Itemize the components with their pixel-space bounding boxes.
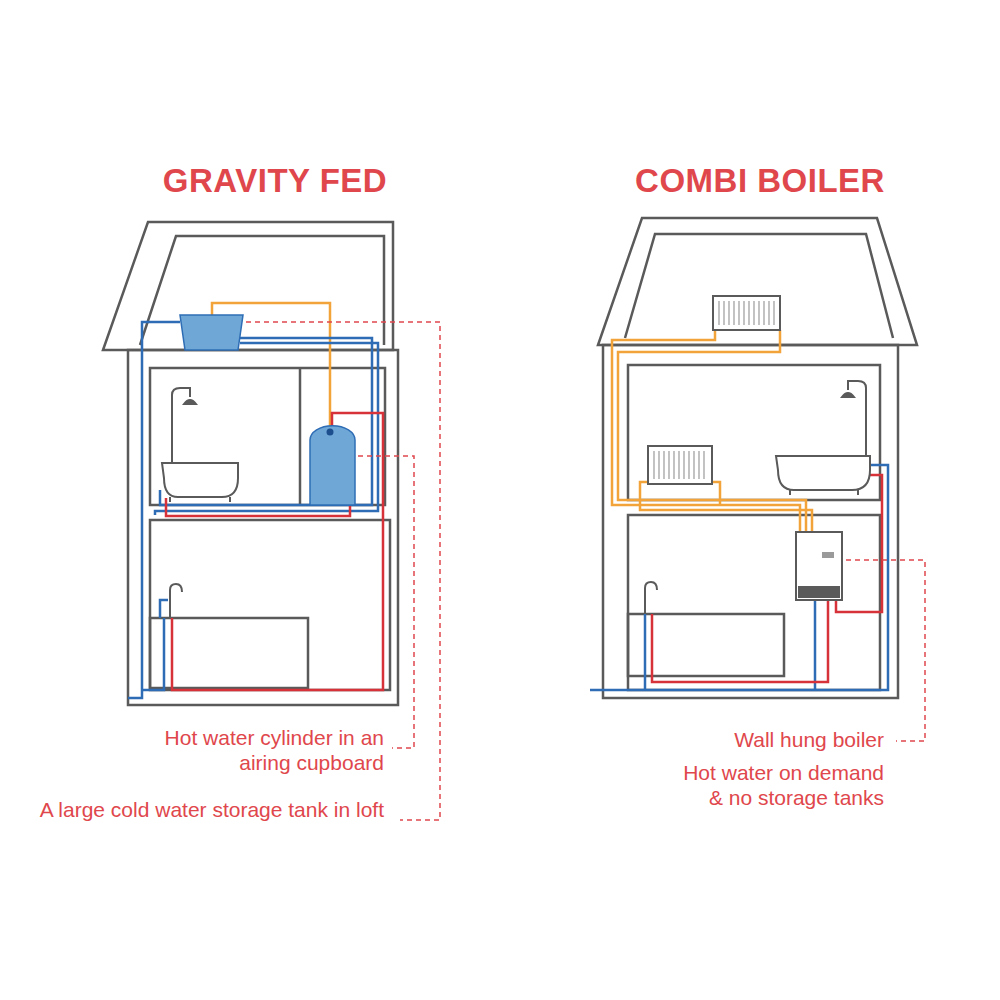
drawing-line xyxy=(718,301,719,325)
drawing-line xyxy=(748,301,749,325)
drawing-path xyxy=(162,463,238,497)
drawing-line xyxy=(668,451,669,479)
drawing-rect xyxy=(798,586,840,598)
drawing-line xyxy=(768,301,769,325)
callout-note: Hot water cylinder in an airing cupboard xyxy=(119,725,384,775)
drawing-polygon xyxy=(598,218,917,345)
drawing-line xyxy=(789,490,791,495)
drawing-polyline xyxy=(618,330,806,532)
callout-note: Hot water on demand & no storage tanks xyxy=(669,760,884,810)
drawing-line xyxy=(299,368,302,505)
drawing-rect xyxy=(150,618,308,688)
drawing-polyline xyxy=(652,600,828,682)
drawing-polyline xyxy=(590,465,888,690)
drawing-line xyxy=(758,301,759,325)
callout-note: A large cold water storage tank in loft xyxy=(39,797,384,822)
drawing-line xyxy=(773,301,774,325)
drawing-polyline xyxy=(155,343,378,515)
drawing-rect xyxy=(628,515,880,690)
drawing-line xyxy=(728,301,729,325)
drawing-rect xyxy=(796,532,842,600)
heading: COMBI BOILER xyxy=(635,162,885,200)
drawing-g xyxy=(648,296,780,484)
drawing-rect xyxy=(628,365,880,500)
drawing-polyline xyxy=(625,234,893,338)
drawing-polyline xyxy=(160,600,168,618)
drawing-line xyxy=(653,451,654,479)
drawing-line xyxy=(743,301,744,325)
drawing-path xyxy=(310,426,355,505)
drawing-line xyxy=(763,301,764,325)
drawing-polyline xyxy=(846,560,925,741)
drawing-polyline xyxy=(172,413,383,690)
drawing-rect xyxy=(603,345,898,698)
drawing-path xyxy=(170,584,182,618)
drawing-line xyxy=(857,490,859,495)
drawing-g xyxy=(590,330,888,690)
drawing-rect xyxy=(150,520,390,690)
drawing-line xyxy=(658,451,659,479)
drawing-path xyxy=(776,456,870,490)
drawing-polygon xyxy=(103,222,393,350)
drawing-line xyxy=(723,301,724,325)
drawing-g xyxy=(654,301,774,479)
drawing-polyline xyxy=(644,614,647,690)
drawing-line xyxy=(693,451,694,479)
drawing-polyline xyxy=(140,236,384,345)
drawing-line xyxy=(703,451,704,479)
drawing-g xyxy=(103,218,917,705)
drawing-rect xyxy=(713,296,780,330)
drawing-rect xyxy=(150,368,385,505)
drawing-polygon xyxy=(180,315,243,350)
drawing-path xyxy=(184,400,196,404)
drawing-line xyxy=(753,301,754,325)
drawing-polyline xyxy=(712,482,720,505)
drawing-path xyxy=(842,393,854,397)
callout-note: Wall hung boiler xyxy=(584,727,884,752)
drawing-line xyxy=(733,301,734,325)
heading: GRAVITY FED xyxy=(163,162,387,200)
drawing-g xyxy=(645,381,870,614)
drawing-line xyxy=(678,451,679,479)
drawing-rect xyxy=(128,350,398,705)
drawing-polyline xyxy=(160,338,372,505)
drawing-rect xyxy=(822,552,834,558)
drawing-line xyxy=(738,301,739,325)
drawing-line xyxy=(229,497,231,502)
drawing-g xyxy=(162,388,238,618)
drawing-polyline xyxy=(814,600,817,690)
drawing-line xyxy=(663,451,664,479)
drawing-path xyxy=(848,381,866,456)
drawing-line xyxy=(683,451,684,479)
drawing-circle xyxy=(327,429,334,436)
drawing-line xyxy=(688,451,689,479)
drawing-line xyxy=(698,451,699,479)
drawing-path xyxy=(172,388,190,463)
drawing-g xyxy=(128,303,383,698)
drawing-polyline xyxy=(142,618,164,690)
drawing-line xyxy=(169,497,171,502)
drawing-polyline xyxy=(358,456,414,748)
drawing-line xyxy=(673,451,674,479)
drawing-rect xyxy=(648,446,712,484)
drawing-path xyxy=(645,582,657,614)
